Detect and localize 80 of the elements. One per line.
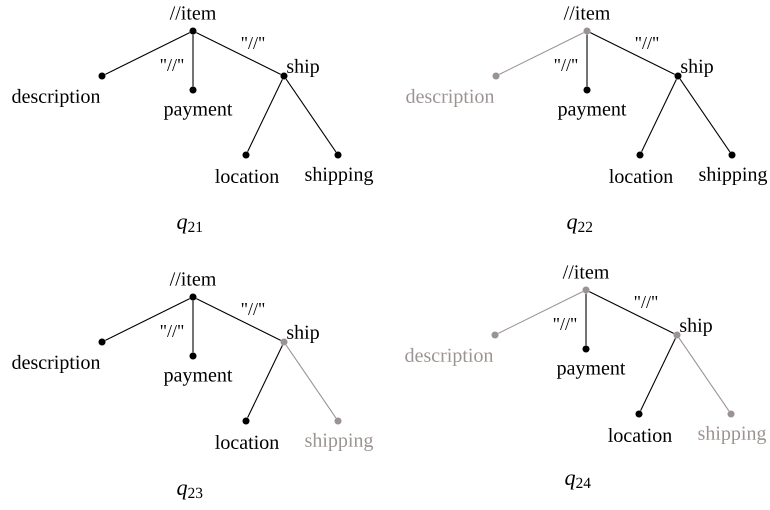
tree-node: payment	[164, 86, 232, 120]
node-label: shipping	[699, 166, 768, 186]
node-label: payment	[558, 104, 626, 120]
node-label: //item	[170, 6, 216, 20]
tree-edge	[247, 345, 283, 418]
tree-edge	[680, 78, 730, 152]
node-label: location	[215, 168, 279, 184]
node-label: ship	[287, 324, 319, 344]
tree-node: ship	[674, 58, 713, 80]
node-label: //item	[170, 272, 216, 286]
node-label: location	[608, 428, 672, 442]
tree-edge	[678, 338, 730, 412]
node-label: description	[405, 348, 494, 366]
tree-edge	[105, 298, 190, 341]
node-label: //item	[564, 6, 610, 20]
tree-node: description	[406, 72, 500, 108]
tree-edge	[196, 298, 281, 341]
tree-edge	[286, 78, 336, 152]
node-label: shipping	[305, 166, 374, 186]
tree-node: description	[12, 72, 106, 108]
tree-edge	[192, 300, 194, 352]
node-label: location	[215, 434, 279, 450]
tree-edge	[585, 294, 587, 346]
tree-node: location	[215, 418, 279, 450]
tree-node: shipping	[305, 418, 374, 452]
edge-label: "//"	[553, 58, 579, 72]
tree-node: payment	[556, 346, 626, 379]
tree-node: location	[608, 410, 672, 442]
node-label: shipping	[305, 432, 374, 452]
node-label: location	[609, 168, 673, 184]
tree-node: //item	[564, 6, 610, 34]
tree-edge	[641, 79, 677, 152]
tree-edge	[499, 32, 584, 75]
tree-node: payment	[164, 352, 232, 386]
node-label: description	[12, 88, 100, 108]
edge-label: "//"	[552, 317, 578, 331]
tree-caption: q$_{23}$	[177, 484, 202, 500]
node-label: //item	[562, 265, 610, 279]
tree-node: ship	[280, 324, 319, 346]
node-label: payment	[556, 363, 626, 379]
tree-node: //item	[170, 272, 216, 300]
tree-caption: q$_{24}$	[565, 474, 591, 490]
tree-node: location	[215, 152, 279, 184]
tree-edge	[192, 34, 194, 86]
edge-label: "//"	[633, 295, 659, 309]
tree-edge	[196, 32, 281, 75]
tree-node: shipping	[305, 152, 374, 186]
tree-edge	[589, 291, 674, 334]
edge-label: "//"	[240, 302, 266, 316]
node-label: payment	[164, 104, 232, 120]
node-label: ship	[287, 58, 319, 78]
edge-label: "//"	[159, 324, 185, 338]
tree-node: description	[12, 338, 106, 374]
tree-node: payment	[558, 86, 626, 120]
tree-node: ship	[280, 58, 319, 80]
tree-edge	[498, 291, 583, 334]
tree-edge	[247, 79, 283, 152]
tree-node: //item	[562, 265, 610, 294]
node-label: description	[12, 354, 100, 374]
tree-edge	[586, 34, 588, 86]
tree-node: //item	[170, 6, 216, 34]
node-label: ship	[680, 318, 712, 336]
tree-node: description	[405, 332, 498, 366]
tree-edge	[640, 338, 676, 411]
tree-edge	[590, 32, 675, 75]
tree-node: location	[609, 152, 673, 184]
edge-label: "//"	[634, 36, 660, 50]
tree-edge	[105, 32, 190, 75]
node-label: ship	[681, 58, 713, 78]
edge-label: "//"	[240, 36, 266, 50]
node-label: description	[406, 88, 494, 108]
tree-node: shipping	[699, 152, 768, 186]
tree-node: ship	[674, 318, 712, 338]
edge-label: "//"	[159, 58, 185, 72]
node-label: shipping	[698, 426, 766, 444]
tree-caption: q$_{21}$	[177, 218, 202, 234]
tree-edge	[286, 344, 336, 418]
node-label: payment	[164, 370, 232, 386]
tree-node: shipping	[698, 410, 766, 444]
tree-caption: q$_{22}$	[567, 218, 592, 234]
